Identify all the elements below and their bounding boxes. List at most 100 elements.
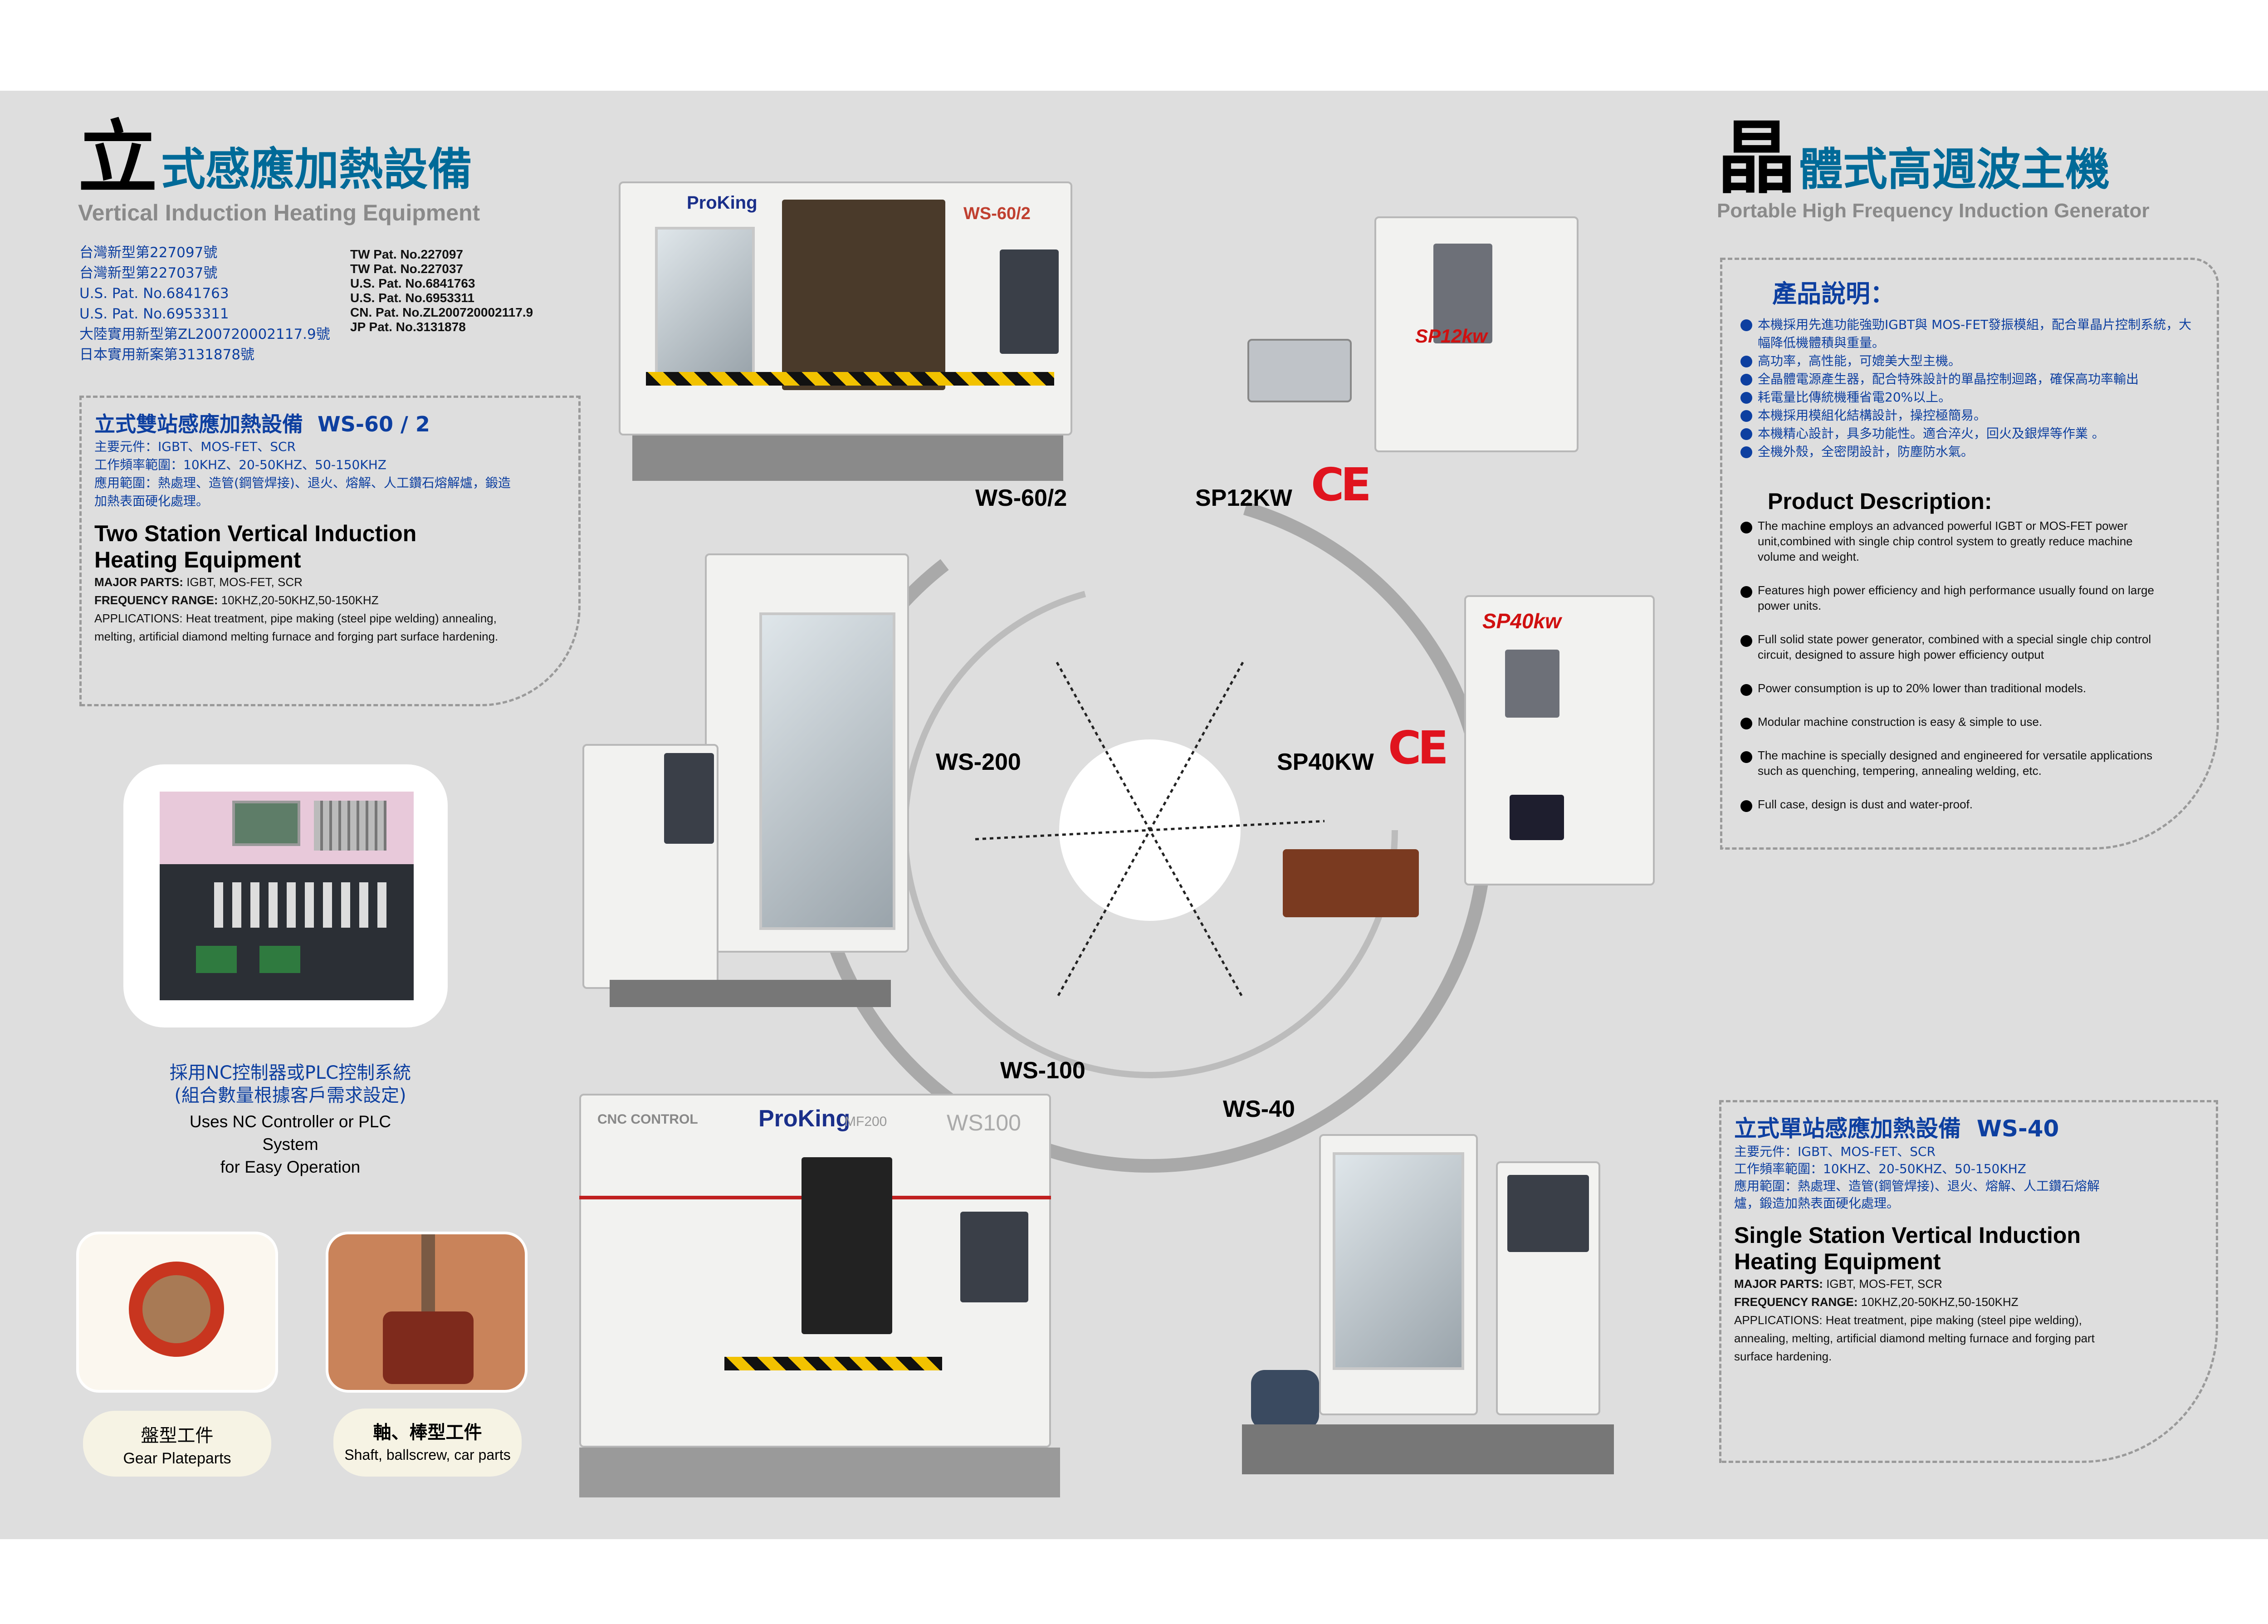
glass-door bbox=[759, 612, 895, 930]
heating-head bbox=[1247, 339, 1352, 402]
list-item: 本機採用模組化結構設計，操控極簡易。 bbox=[1740, 406, 2199, 425]
bullet-icon bbox=[1740, 522, 1752, 533]
ws60-freq: 10KHZ,20-50KHZ,50-150KHZ bbox=[218, 593, 379, 607]
desc-en-heading: Product Description: bbox=[1768, 489, 1992, 514]
model-badge: SP12kw bbox=[1415, 325, 1487, 347]
patent: 大陸實用新型第ZL200720002117.9號 bbox=[79, 326, 330, 342]
ws200-machine bbox=[582, 553, 911, 1012]
list-item: Full case, design is dust and water-proo… bbox=[1740, 797, 2158, 812]
ce-mark: CE bbox=[1311, 458, 1372, 511]
ws60-zh-freq: 工作頻率範圍：10KHZ、20-50KHZ、50-150KHZ bbox=[94, 457, 386, 472]
patent: 日本實用新案第3131878號 bbox=[79, 347, 255, 363]
bullet-icon bbox=[1740, 356, 1752, 367]
sp12-machine: SP12kw bbox=[1220, 189, 1588, 479]
part-caption-shaft: 軸、棒型工件 Shaft, ballscrew, car parts bbox=[333, 1409, 522, 1477]
glass-door bbox=[1333, 1152, 1464, 1370]
model-badge: SP40kw bbox=[1482, 609, 1561, 633]
bullet-icon bbox=[1740, 751, 1752, 763]
list-item: 耗電量比傳統機種省電20%以上。 bbox=[1740, 388, 2199, 406]
hazard-stripe bbox=[646, 372, 1054, 386]
label-sp12: SP12KW bbox=[1195, 485, 1292, 511]
desc-zh-list: 本機採用先進功能強勁IGBT與 MOS-FET發振模組，配合單晶片控制系統，大幅… bbox=[1740, 316, 2199, 461]
bullet-icon bbox=[1740, 800, 1752, 812]
sp40-machine: SP40kw bbox=[1237, 568, 1668, 931]
patent: 台灣新型第227037號 bbox=[79, 265, 218, 281]
patents-en: TW Pat. No.227097 TW Pat. No.227037 U.S.… bbox=[350, 247, 533, 334]
shaft-photo bbox=[326, 1232, 528, 1393]
list-item: 高功率，高性能，可媲美大型主機。 bbox=[1740, 352, 2199, 370]
machine-base bbox=[610, 980, 891, 1007]
gear-plate-photo bbox=[76, 1232, 278, 1393]
list-item: 全機外殼，全密閉設計，防塵防水氣。 bbox=[1740, 443, 2199, 461]
ws40-zh-app: 應用範圍：熱處理、造管(鋼管焊接)、退火、熔解、人工鑽石熔解爐，鍛造加熱表面硬化… bbox=[1734, 1179, 2100, 1211]
ws60-parts: IGBT, MOS-FET, SCR bbox=[183, 575, 303, 589]
bullet-icon bbox=[1740, 410, 1752, 422]
control-panel bbox=[1000, 249, 1059, 354]
controller-panel bbox=[160, 792, 414, 1000]
ws40-freq: 10KHZ,20-50KHZ,50-150KHZ bbox=[1857, 1295, 2019, 1309]
control-panel bbox=[1507, 1175, 1589, 1252]
label-ws100: WS-100 bbox=[1000, 1057, 1085, 1084]
bullet-icon bbox=[1740, 635, 1752, 647]
patent: U.S. Pat. No.6953311 bbox=[79, 306, 229, 322]
brand-logo: ProKing bbox=[687, 193, 758, 213]
patent: U.S. Pat. No.6841763 bbox=[79, 285, 229, 302]
ws40-zh-freq: 工作頻率範圍：10KHZ、20-50KHZ、50-150KHZ bbox=[1734, 1161, 2026, 1176]
machine-base bbox=[579, 1448, 1060, 1497]
controller-caption: 採用NC控制器或PLC控制系統 (組合數量根據客戶需求設定) Uses NC C… bbox=[161, 1061, 420, 1179]
door-window bbox=[802, 1157, 892, 1334]
label-ws40: WS-40 bbox=[1223, 1096, 1295, 1122]
ws40-info-box: 立式單站感應加熱設備 WS-40 主要元件：IGBT、MOS-FET、SCR 工… bbox=[1719, 1100, 2218, 1463]
ws60-info-box: 立式雙站感應加熱設備 WS-60 / 2 主要元件：IGBT、MOS-FET、S… bbox=[79, 396, 581, 706]
left-subtitle: Vertical Induction Heating Equipment bbox=[78, 200, 480, 225]
part-en: Gear Plateparts bbox=[123, 1450, 231, 1467]
control-panel bbox=[1433, 244, 1492, 343]
left-title-initial: 立 bbox=[78, 113, 157, 205]
ws60-zh-parts: 主要元件：IGBT、MOS-FET、SCR bbox=[94, 439, 296, 454]
ce-mark: CE bbox=[1388, 721, 1449, 774]
pump bbox=[1251, 1370, 1319, 1429]
right-title: 體式高週波主機 bbox=[1799, 144, 2110, 196]
brand-logo: ProKing bbox=[758, 1105, 850, 1132]
right-subtitle: Portable High Frequency Induction Genera… bbox=[1717, 200, 2150, 222]
ws40-en-title: Single Station Vertical Induction Heatin… bbox=[1734, 1223, 2081, 1274]
controller-screen bbox=[232, 801, 300, 846]
bullet-icon bbox=[1740, 392, 1752, 404]
generator-body bbox=[1464, 595, 1655, 885]
bullet-icon bbox=[1740, 684, 1752, 696]
buttons bbox=[214, 882, 386, 928]
ws40-parts: IGBT, MOS-FET, SCR bbox=[1823, 1277, 1942, 1291]
list-item: Power consumption is up to 20% lower tha… bbox=[1740, 680, 2158, 696]
machine-base bbox=[632, 435, 1063, 481]
list-item: Modular machine construction is easy & s… bbox=[1740, 714, 2158, 729]
model-badge: WS-60/2 bbox=[963, 204, 1031, 223]
desc-en-list: The machine employs an advanced powerful… bbox=[1740, 518, 2158, 812]
induction-coil bbox=[129, 1262, 224, 1357]
bullet-icon bbox=[1740, 319, 1752, 331]
part-zh: 盤型工件 bbox=[141, 1425, 214, 1446]
patent: U.S. Pat. No.6841763 bbox=[350, 276, 475, 290]
hazard-stripe bbox=[724, 1357, 942, 1370]
control-panel bbox=[1505, 650, 1559, 718]
ws60-zh-app: 應用範圍：熱處理、造管(鋼管焊接)、退火、熔解、人工鑽石熔解爐，鍛造加熱表面硬化… bbox=[94, 475, 511, 509]
ws60-zh-title: 立式雙站感應加熱設備 WS-60 / 2 bbox=[94, 412, 430, 436]
product-description-box: 產品說明： 本機採用先進功能強勁IGBT與 MOS-FET發振模組，配合單晶片控… bbox=[1720, 258, 2219, 850]
bullet-icon bbox=[1740, 718, 1752, 729]
work-chamber bbox=[782, 200, 945, 390]
controller-photo bbox=[123, 764, 448, 1027]
ws60-machine: ProKing WS-60/2 bbox=[619, 181, 1093, 481]
list-item: The machine is specially designed and en… bbox=[1740, 748, 2158, 778]
machine-base bbox=[1242, 1424, 1614, 1474]
patents-zh: 台灣新型第227097號 台灣新型第227037號 U.S. Pat. No.6… bbox=[79, 243, 330, 365]
control-panel bbox=[664, 753, 714, 844]
left-title: 式感應加熱設備 bbox=[161, 144, 473, 196]
logo-plate bbox=[1510, 795, 1564, 840]
freq-label: FREQUENCY RANGE: bbox=[1734, 1295, 1858, 1309]
desc-zh-heading: 產品說明： bbox=[1772, 279, 1895, 308]
ws40-zh-title: 立式單站感應加熱設備 WS-40 bbox=[1734, 1115, 2059, 1142]
meter bbox=[196, 946, 237, 973]
part-caption-gear: 盤型工件 Gear Plateparts bbox=[83, 1411, 271, 1477]
label-sp40: SP40KW bbox=[1277, 749, 1374, 775]
freq-label: FREQUENCY RANGE: bbox=[94, 593, 218, 607]
ws40-applications: APPLICATIONS: Heat treatment, pipe makin… bbox=[1734, 1313, 2095, 1363]
